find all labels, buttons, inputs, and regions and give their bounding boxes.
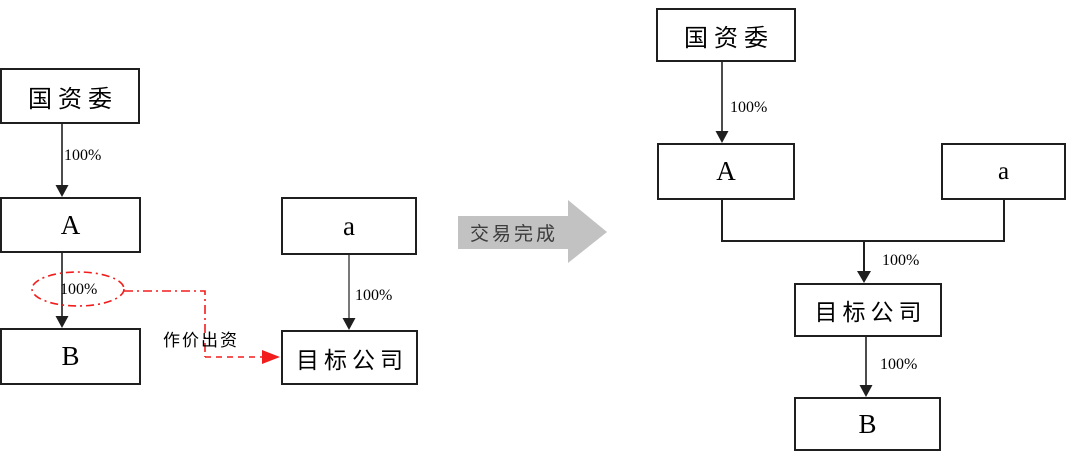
after-pct-sasac-a: 100% xyxy=(730,99,768,116)
arrowhead-after-target-b xyxy=(859,385,873,397)
before-box-target-label: 目标公司 xyxy=(296,347,408,373)
before-box-target: 目标公司 xyxy=(281,330,418,385)
highlight-ellipse xyxy=(31,271,125,307)
before-box-sasac-label: 国资委 xyxy=(28,86,118,113)
red-arrowhead xyxy=(262,350,280,364)
before-pct-a-b: 100% xyxy=(60,281,98,298)
arrowhead-before-sasac-a xyxy=(55,185,69,197)
after-box-target-label: 目标公司 xyxy=(814,300,927,325)
transition-arrow-body xyxy=(458,216,570,249)
after-box-company-a2: a xyxy=(941,143,1066,200)
before-pct-sasac-a: 100% xyxy=(64,147,102,164)
transition-arrow-head xyxy=(568,200,607,263)
before-box-company-a2: a xyxy=(281,197,417,255)
arrowhead-before-a2-target xyxy=(342,318,356,330)
before-box-company-b-label: B xyxy=(61,341,80,371)
after-box-company-b-label: B xyxy=(858,408,877,439)
arrowhead-after-merge-target xyxy=(857,271,871,283)
annotation-valuation-contribution: 作价出资 xyxy=(163,331,239,350)
after-box-sasac-label: 国资委 xyxy=(684,25,774,52)
red-dashdot-connector xyxy=(124,290,206,357)
after-pct-target-b: 100% xyxy=(880,356,918,373)
before-box-sasac: 国资委 xyxy=(0,68,140,124)
after-box-company-a-label: A xyxy=(716,156,736,186)
after-box-sasac: 国资委 xyxy=(656,8,796,62)
transition-label: 交易完成 xyxy=(469,224,558,245)
after-pct-merge-target: 100% xyxy=(882,252,920,269)
before-pct-a2-target: 100% xyxy=(355,287,393,304)
after-box-company-a: A xyxy=(657,143,795,200)
arrowhead-before-a-b xyxy=(55,316,69,328)
before-box-company-a2-label: a xyxy=(343,210,355,241)
before-box-company-a: A xyxy=(0,197,141,253)
arrowhead-after-sasac-a xyxy=(715,131,729,143)
after-box-target: 目标公司 xyxy=(794,283,942,337)
after-box-company-b: B xyxy=(794,397,941,451)
before-box-company-b: B xyxy=(0,328,141,385)
after-box-company-a2-label: a xyxy=(997,157,1010,185)
before-box-company-a-label: A xyxy=(60,209,81,240)
